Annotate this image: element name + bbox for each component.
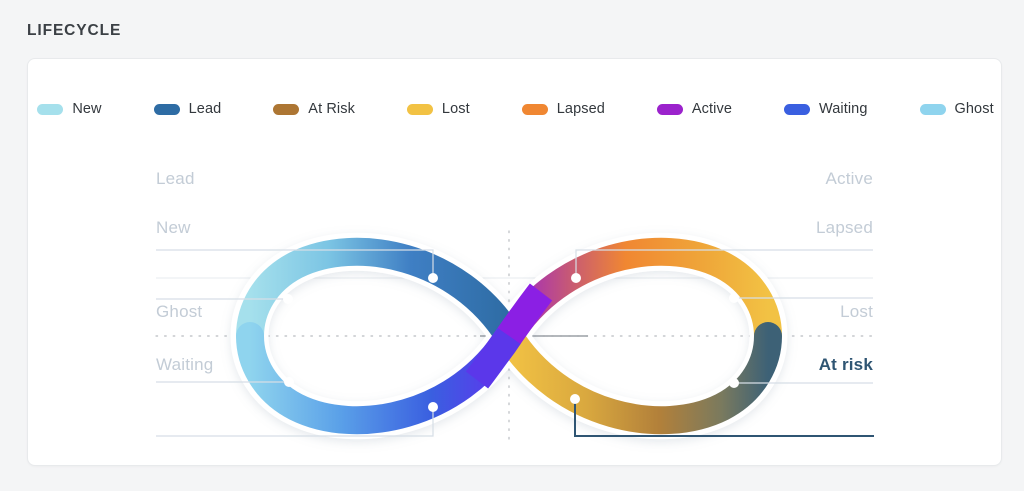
stage-label-lost[interactable]: Lost xyxy=(840,302,873,321)
legend-label-lapsed: Lapsed xyxy=(556,101,605,117)
lifecycle-chart[interactable]: Lead New Ghost Waiting Active Lapsed Los… xyxy=(28,59,1003,467)
legend-swatch-at-risk-icon xyxy=(273,103,300,115)
legend-swatch-ghost-icon xyxy=(919,103,946,115)
stage-label-lead[interactable]: Lead xyxy=(156,169,195,188)
leader-line-active xyxy=(575,249,873,278)
stage-node-waiting xyxy=(428,402,438,412)
legend-label-at-risk: At Risk xyxy=(308,101,355,117)
stage-label-active[interactable]: Active xyxy=(825,169,873,188)
stage-node-active xyxy=(571,273,581,283)
legend-item-ghost[interactable]: Ghost xyxy=(919,101,994,117)
ribbon-crossing-accent xyxy=(465,283,553,389)
ribbon-right-loop xyxy=(495,237,782,435)
legend-label-new: New xyxy=(72,101,102,117)
legend-item-lost[interactable]: Lost xyxy=(406,101,470,117)
legend-label-ghost: Ghost xyxy=(954,101,994,117)
legend-swatch-waiting-icon xyxy=(784,103,810,115)
stage-label-new[interactable]: New xyxy=(156,218,191,237)
legend-swatch-lapsed-icon xyxy=(521,103,548,115)
page-title: LIFECYCLE xyxy=(27,22,122,39)
stage-node-ghost xyxy=(284,377,294,387)
stage-label-ghost[interactable]: Ghost xyxy=(156,302,203,321)
annotation-leader-lines xyxy=(156,249,873,437)
stage-node-lost xyxy=(729,378,739,388)
leader-line-waiting xyxy=(156,407,434,437)
stage-label-at-risk[interactable]: At risk xyxy=(818,355,873,374)
legend-item-active[interactable]: Active xyxy=(656,101,732,117)
legend-item-lapsed[interactable]: Lapsed xyxy=(521,101,605,117)
stage-node-new xyxy=(283,294,293,304)
legend-swatch-lost-icon xyxy=(406,103,433,115)
legend-item-lead[interactable]: Lead xyxy=(153,101,222,117)
legend-label-lead: Lead xyxy=(188,101,222,117)
chart-legend: New Lead At Risk Lost Lapsed Active xyxy=(28,101,1003,117)
stage-label-waiting[interactable]: Waiting xyxy=(156,355,214,374)
leader-line-at-risk xyxy=(574,399,874,437)
stage-nodes[interactable] xyxy=(283,273,739,412)
legend-label-waiting: Waiting xyxy=(819,101,868,117)
legend-swatch-active-icon xyxy=(656,103,683,115)
stage-node-lead xyxy=(428,273,438,283)
legend-swatch-lead-icon xyxy=(153,103,180,115)
legend-item-at-risk[interactable]: At Risk xyxy=(273,101,355,117)
stage-node-lapsed xyxy=(729,293,739,303)
lifecycle-card: New Lead At Risk Lost Lapsed Active xyxy=(27,58,1002,466)
legend-label-lost: Lost xyxy=(441,101,470,117)
legend-item-waiting[interactable]: Waiting xyxy=(784,101,868,117)
leader-line-lead xyxy=(156,249,434,278)
stage-label-lapsed[interactable]: Lapsed xyxy=(816,218,873,237)
ribbon-left-loop xyxy=(236,237,523,435)
legend-swatch-new-icon xyxy=(37,103,64,115)
legend-label-active: Active xyxy=(691,101,732,117)
stage-node-at-risk xyxy=(570,394,580,404)
legend-item-new[interactable]: New xyxy=(37,101,102,117)
lifecycle-infinity-svg xyxy=(155,230,874,442)
